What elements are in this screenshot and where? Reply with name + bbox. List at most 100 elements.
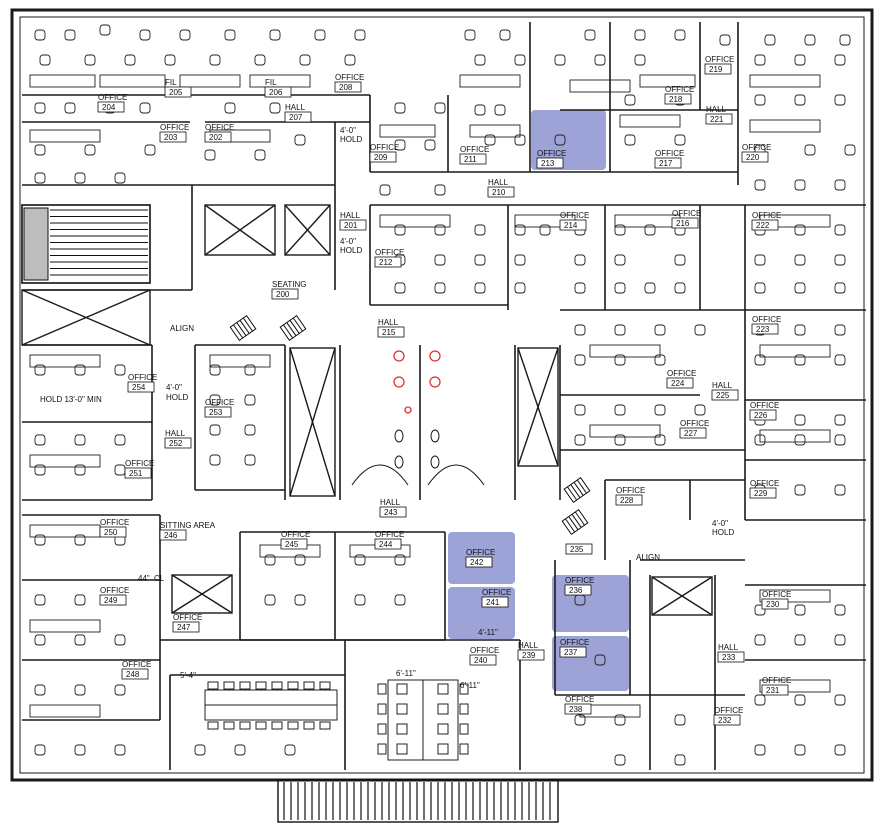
chair bbox=[674, 282, 686, 294]
room-number-220: 220 bbox=[746, 153, 760, 162]
room-label-247: OFFICE bbox=[173, 613, 202, 622]
conference-chair bbox=[396, 703, 408, 715]
chair bbox=[474, 54, 486, 66]
conference-chair bbox=[437, 683, 449, 695]
room-label-232: OFFICE bbox=[714, 706, 743, 715]
chair bbox=[554, 54, 566, 66]
conference-chair bbox=[223, 681, 235, 690]
chair bbox=[124, 54, 136, 66]
note-hold-3-word: HOLD bbox=[166, 393, 188, 402]
room-label-240: OFFICE bbox=[470, 646, 499, 655]
chair bbox=[144, 144, 156, 156]
desk bbox=[29, 454, 101, 468]
hatch bbox=[561, 509, 589, 535]
room-label-223: OFFICE bbox=[752, 315, 781, 324]
note-hold-3: 4'-0" bbox=[166, 383, 182, 392]
shaft-boxes bbox=[21, 204, 713, 616]
chair bbox=[804, 34, 816, 46]
room-number-box bbox=[679, 427, 707, 439]
room-number-box bbox=[664, 93, 692, 105]
chair bbox=[344, 54, 356, 66]
chair bbox=[754, 694, 766, 706]
note-hold-1-word: HOLD bbox=[340, 135, 362, 144]
room-label-215: HALL bbox=[378, 318, 399, 327]
chair bbox=[794, 224, 806, 236]
chair bbox=[574, 324, 586, 336]
room-number-box bbox=[99, 594, 127, 606]
room-number-208: 208 bbox=[339, 83, 353, 92]
desk bbox=[459, 74, 521, 88]
room-label-214: OFFICE bbox=[560, 211, 589, 220]
shaft-diagonal bbox=[204, 204, 276, 256]
conference-chair bbox=[223, 721, 235, 730]
room-number-box bbox=[97, 101, 125, 113]
chair bbox=[209, 394, 221, 406]
chair bbox=[294, 594, 306, 606]
desk bbox=[589, 424, 661, 438]
room-number-252: 252 bbox=[169, 439, 183, 448]
chair bbox=[299, 54, 311, 66]
skylight-hatches bbox=[229, 315, 591, 535]
chair bbox=[624, 134, 636, 146]
chair bbox=[499, 29, 511, 41]
chair bbox=[574, 354, 586, 366]
room-number-243: 243 bbox=[384, 508, 398, 517]
chair bbox=[114, 744, 126, 756]
chair bbox=[379, 184, 391, 196]
room-label-246: SITTING AREA bbox=[160, 521, 216, 530]
interior-walls bbox=[22, 22, 866, 770]
room-number-box bbox=[749, 409, 777, 421]
room-number-205: 205 bbox=[169, 88, 183, 97]
note-hold-min: HOLD 13'-0" MIN bbox=[40, 395, 102, 404]
chair bbox=[574, 434, 586, 446]
room-number-238: 238 bbox=[569, 705, 583, 714]
chair bbox=[234, 744, 246, 756]
hatch-line bbox=[239, 320, 250, 334]
chair bbox=[754, 254, 766, 266]
room-label-207: HALL bbox=[285, 103, 306, 112]
room-number-226: 226 bbox=[754, 411, 768, 420]
chair bbox=[614, 434, 626, 446]
desk bbox=[749, 74, 821, 88]
conference-chair bbox=[437, 723, 449, 735]
room-number-box bbox=[751, 323, 779, 335]
conference-chair bbox=[239, 721, 251, 730]
room-number-box bbox=[705, 113, 733, 125]
room-label-225: HALL bbox=[712, 381, 733, 390]
room-label-206: FIL bbox=[265, 78, 277, 87]
desk bbox=[29, 129, 101, 143]
room-number-box bbox=[264, 86, 292, 98]
room-number-box bbox=[374, 256, 402, 268]
conference-chair bbox=[459, 703, 469, 715]
chair bbox=[84, 144, 96, 156]
room-number-box bbox=[564, 584, 592, 596]
room-number-216: 216 bbox=[676, 219, 690, 228]
room-number-241: 241 bbox=[486, 598, 500, 607]
conference-chair bbox=[303, 681, 315, 690]
room-number-box bbox=[517, 649, 545, 661]
room-number-box bbox=[127, 381, 155, 393]
chair bbox=[794, 282, 806, 294]
shaft-box bbox=[289, 347, 336, 497]
chair bbox=[264, 554, 276, 566]
room-number-box bbox=[159, 131, 187, 143]
desk bbox=[29, 354, 101, 368]
chair bbox=[514, 224, 526, 236]
chair bbox=[39, 54, 51, 66]
room-number-box bbox=[761, 598, 789, 610]
highlight-office-213[interactable] bbox=[531, 110, 606, 170]
chair bbox=[114, 684, 126, 696]
room-number-237: 237 bbox=[564, 648, 578, 657]
shaft-diagonal bbox=[21, 289, 151, 346]
chair bbox=[74, 534, 86, 546]
shaft-box bbox=[171, 574, 233, 614]
chair bbox=[644, 282, 656, 294]
chair bbox=[794, 694, 806, 706]
room-number-box bbox=[459, 153, 487, 165]
chair bbox=[354, 554, 366, 566]
chair bbox=[839, 34, 851, 46]
chair bbox=[464, 29, 476, 41]
shaft-box bbox=[204, 204, 276, 256]
desk bbox=[469, 124, 521, 138]
room-number-201: 201 bbox=[344, 221, 358, 230]
